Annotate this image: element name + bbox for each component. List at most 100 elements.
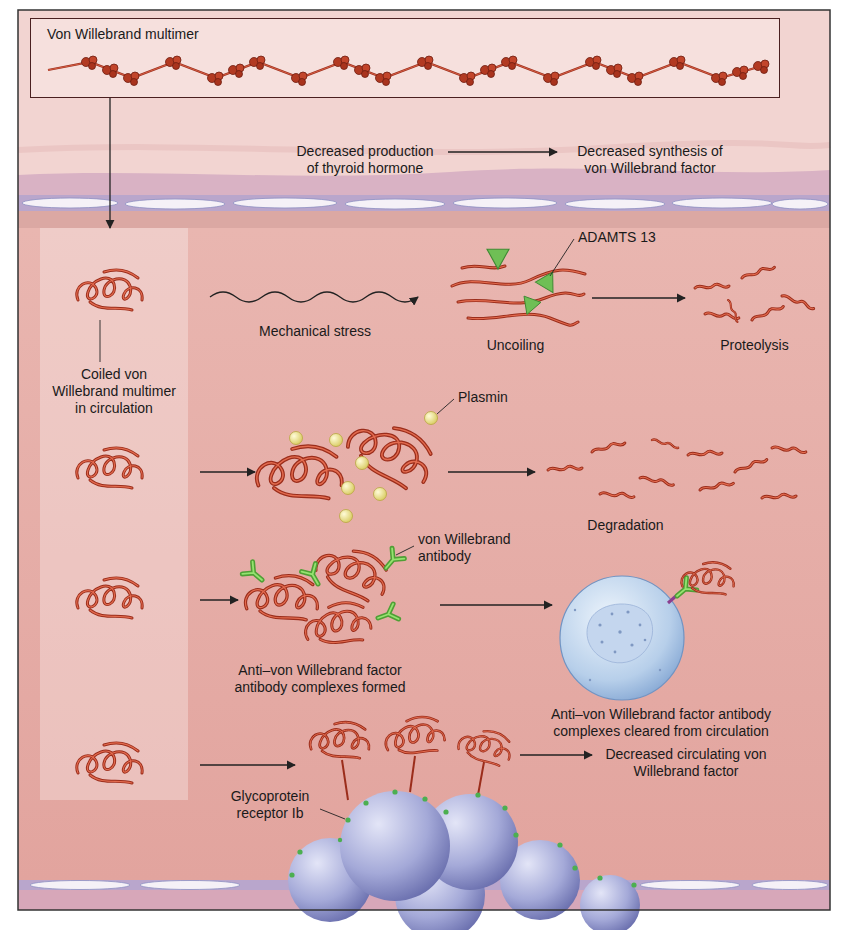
platelet xyxy=(289,789,636,887)
enzyme-label: ADAMTS 13 xyxy=(578,229,673,246)
macrophage xyxy=(644,639,647,642)
node-title: Von Willebrand multimer xyxy=(47,26,763,43)
multimer-chain xyxy=(502,56,518,70)
coiled-multimer xyxy=(77,270,142,783)
adamts13-enzyme xyxy=(535,272,561,298)
antibody-complex xyxy=(375,604,398,626)
coiled-multimer xyxy=(77,578,142,618)
coiled-multimer xyxy=(77,270,142,310)
antibody-complex xyxy=(301,599,372,650)
plasmin-complex xyxy=(356,457,369,470)
macrophage xyxy=(659,669,661,671)
multimer-fragment xyxy=(640,474,674,487)
platelet xyxy=(297,849,302,854)
multimer-fragment xyxy=(548,437,806,499)
vessel-wall xyxy=(772,199,828,209)
macrophage xyxy=(574,609,661,681)
multimer-chain xyxy=(460,72,476,86)
uncoiled-multimer xyxy=(458,293,584,303)
vessel-wall xyxy=(18,211,830,228)
adamts13-enzyme xyxy=(487,249,562,317)
antibody-complex xyxy=(242,539,404,650)
multimer-fragment xyxy=(695,265,814,322)
platelet xyxy=(502,805,507,810)
antibody-complex xyxy=(245,576,317,620)
leader-line xyxy=(396,546,414,555)
platelet xyxy=(456,725,514,767)
platelet xyxy=(597,875,602,880)
multimer-fragment xyxy=(741,265,775,278)
uncoiled-multimer xyxy=(458,293,584,303)
multimer-chain xyxy=(82,56,98,70)
platelet xyxy=(289,872,294,877)
effect-text: Decreased synthesis of von Willebrand fa… xyxy=(565,143,735,177)
node-title: Coiled von Willebrand multimer in circul… xyxy=(48,366,180,417)
receptor-label: Glycoprotein receptor Ib xyxy=(222,788,318,822)
vessel-wall xyxy=(125,199,225,209)
process-label: Mechanical stress xyxy=(245,323,385,340)
uncoiled-multimer xyxy=(452,270,585,286)
platelet xyxy=(310,722,369,758)
plasmin-complex xyxy=(257,411,440,523)
vessel-wall xyxy=(18,143,830,152)
plasmin-complex xyxy=(342,482,355,495)
multimer-chain xyxy=(48,62,762,78)
plasmin-complex xyxy=(340,510,353,523)
multimer-box: Von Willebrand multimer xyxy=(30,18,780,98)
plasmin-complex xyxy=(341,411,440,494)
antibody-complex xyxy=(380,548,404,573)
plasmin-complex xyxy=(257,446,342,498)
antibody-complex xyxy=(242,562,267,586)
macrophage xyxy=(611,613,614,616)
platelet xyxy=(345,817,350,822)
vessel-wall xyxy=(18,169,830,195)
multimer-chain xyxy=(124,72,140,86)
arrow xyxy=(210,292,418,302)
platelet xyxy=(338,838,342,842)
multimer-chain xyxy=(48,56,769,86)
multimer-chain xyxy=(754,60,770,74)
multimer-chain xyxy=(544,72,560,86)
uncoiled-multimer xyxy=(468,314,578,325)
multimer-fragment xyxy=(695,284,729,288)
platelet xyxy=(422,796,427,801)
macrophage xyxy=(589,679,591,681)
multimer-chain xyxy=(607,64,623,78)
vessel-wall xyxy=(752,881,828,890)
arrow xyxy=(520,754,592,755)
platelet xyxy=(363,800,368,805)
leader-line xyxy=(550,239,574,276)
multimer-fragment xyxy=(600,490,634,499)
platelet xyxy=(410,756,415,792)
multimer-box-fill xyxy=(30,18,780,98)
macrophage xyxy=(630,643,633,646)
leader-line xyxy=(100,239,574,819)
multimer-chain xyxy=(628,72,644,86)
antibody-complex xyxy=(302,564,325,588)
multimer-chain xyxy=(229,64,245,78)
multimer-chain xyxy=(586,56,602,70)
vessel-wall xyxy=(345,199,445,209)
arrow xyxy=(200,471,255,472)
plasmin-complex xyxy=(374,488,387,501)
process-label: Degradation xyxy=(568,517,683,534)
platelet xyxy=(513,832,518,837)
multimer-fragment xyxy=(751,305,784,320)
uncoiled-multimer xyxy=(468,314,578,325)
multimer-chain xyxy=(334,56,350,70)
multimer-chain xyxy=(418,56,434,70)
vessel-wall xyxy=(22,198,828,209)
multimer-chain xyxy=(166,56,182,70)
arrow xyxy=(200,599,238,600)
multimer-chain xyxy=(733,66,749,80)
multimer-fragment xyxy=(782,293,814,311)
macrophage xyxy=(598,623,601,626)
multimer-chain xyxy=(481,64,497,78)
adamts13-enzyme xyxy=(487,249,509,269)
macrophage xyxy=(560,576,684,700)
macrophage xyxy=(587,604,653,663)
